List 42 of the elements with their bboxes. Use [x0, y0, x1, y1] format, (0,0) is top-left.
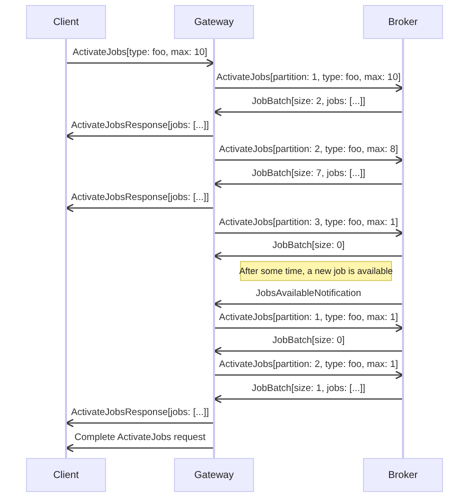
message-label: ActivateJobs[type: foo, max: 10]	[72, 47, 208, 58]
message-label: ActivateJobsResponse[jobs: [...]]	[71, 192, 209, 203]
message-arrow	[66, 58, 215, 68]
participant-box: Broker	[363, 458, 443, 492]
message-label: ActivateJobsResponse[jobs: [...]]	[71, 120, 209, 131]
message-label: ActivateJobs[partition: 2, type: foo, max: 8]	[219, 144, 398, 155]
message-label: JobBatch[size: 2, jobs: [...]]	[252, 96, 366, 107]
message-arrow	[213, 394, 403, 404]
message-label: JobBatch[size: 0]	[272, 335, 345, 346]
lifeline	[402, 39, 404, 458]
message-label: JobBatch[size: 7, jobs: [...]]	[252, 168, 366, 179]
message-arrow	[214, 156, 404, 164]
participant-box: Gateway	[174, 458, 254, 492]
message-label: Complete ActivateJobs request	[74, 432, 206, 443]
participant-box: Client	[26, 5, 106, 39]
message-label: ActivateJobsResponse[jobs: [...]]	[71, 407, 209, 418]
message-label: ActivateJobs[partition: 1, type: foo, max: 1]	[219, 312, 398, 323]
message-arrow	[213, 300, 403, 308]
message-label: ActivateJobs[partition: 2, type: foo, max: 1]	[219, 359, 398, 370]
message-label: ActivateJobs[partition: 3, type: foo, max: 1]	[219, 217, 398, 228]
message-arrow	[213, 108, 403, 116]
message-arrow	[214, 370, 404, 380]
message-label: ActivateJobs[partition: 1, type: foo, max: 10]	[216, 72, 401, 83]
participant-box: Client	[26, 458, 106, 492]
note-box: After some time, a new job is available	[240, 261, 392, 281]
message-arrow	[65, 418, 214, 428]
message-label: JobsAvailableNotification	[256, 288, 362, 299]
message-label: JobBatch[size: 0]	[272, 240, 345, 251]
message-arrow	[65, 444, 214, 452]
participant-box: Gateway	[174, 5, 254, 39]
message-arrow	[214, 324, 404, 332]
message-arrow	[213, 180, 403, 188]
message-arrow	[214, 84, 404, 92]
lifeline	[65, 39, 67, 458]
participant-box: Broker	[363, 5, 443, 39]
message-arrow	[65, 204, 214, 212]
lifeline	[213, 39, 215, 458]
message-arrow	[213, 252, 403, 260]
message-arrow	[65, 132, 214, 140]
message-arrow	[213, 346, 403, 356]
message-label: JobBatch[size: 1, jobs: [...]]	[252, 383, 366, 394]
message-arrow	[214, 228, 404, 238]
